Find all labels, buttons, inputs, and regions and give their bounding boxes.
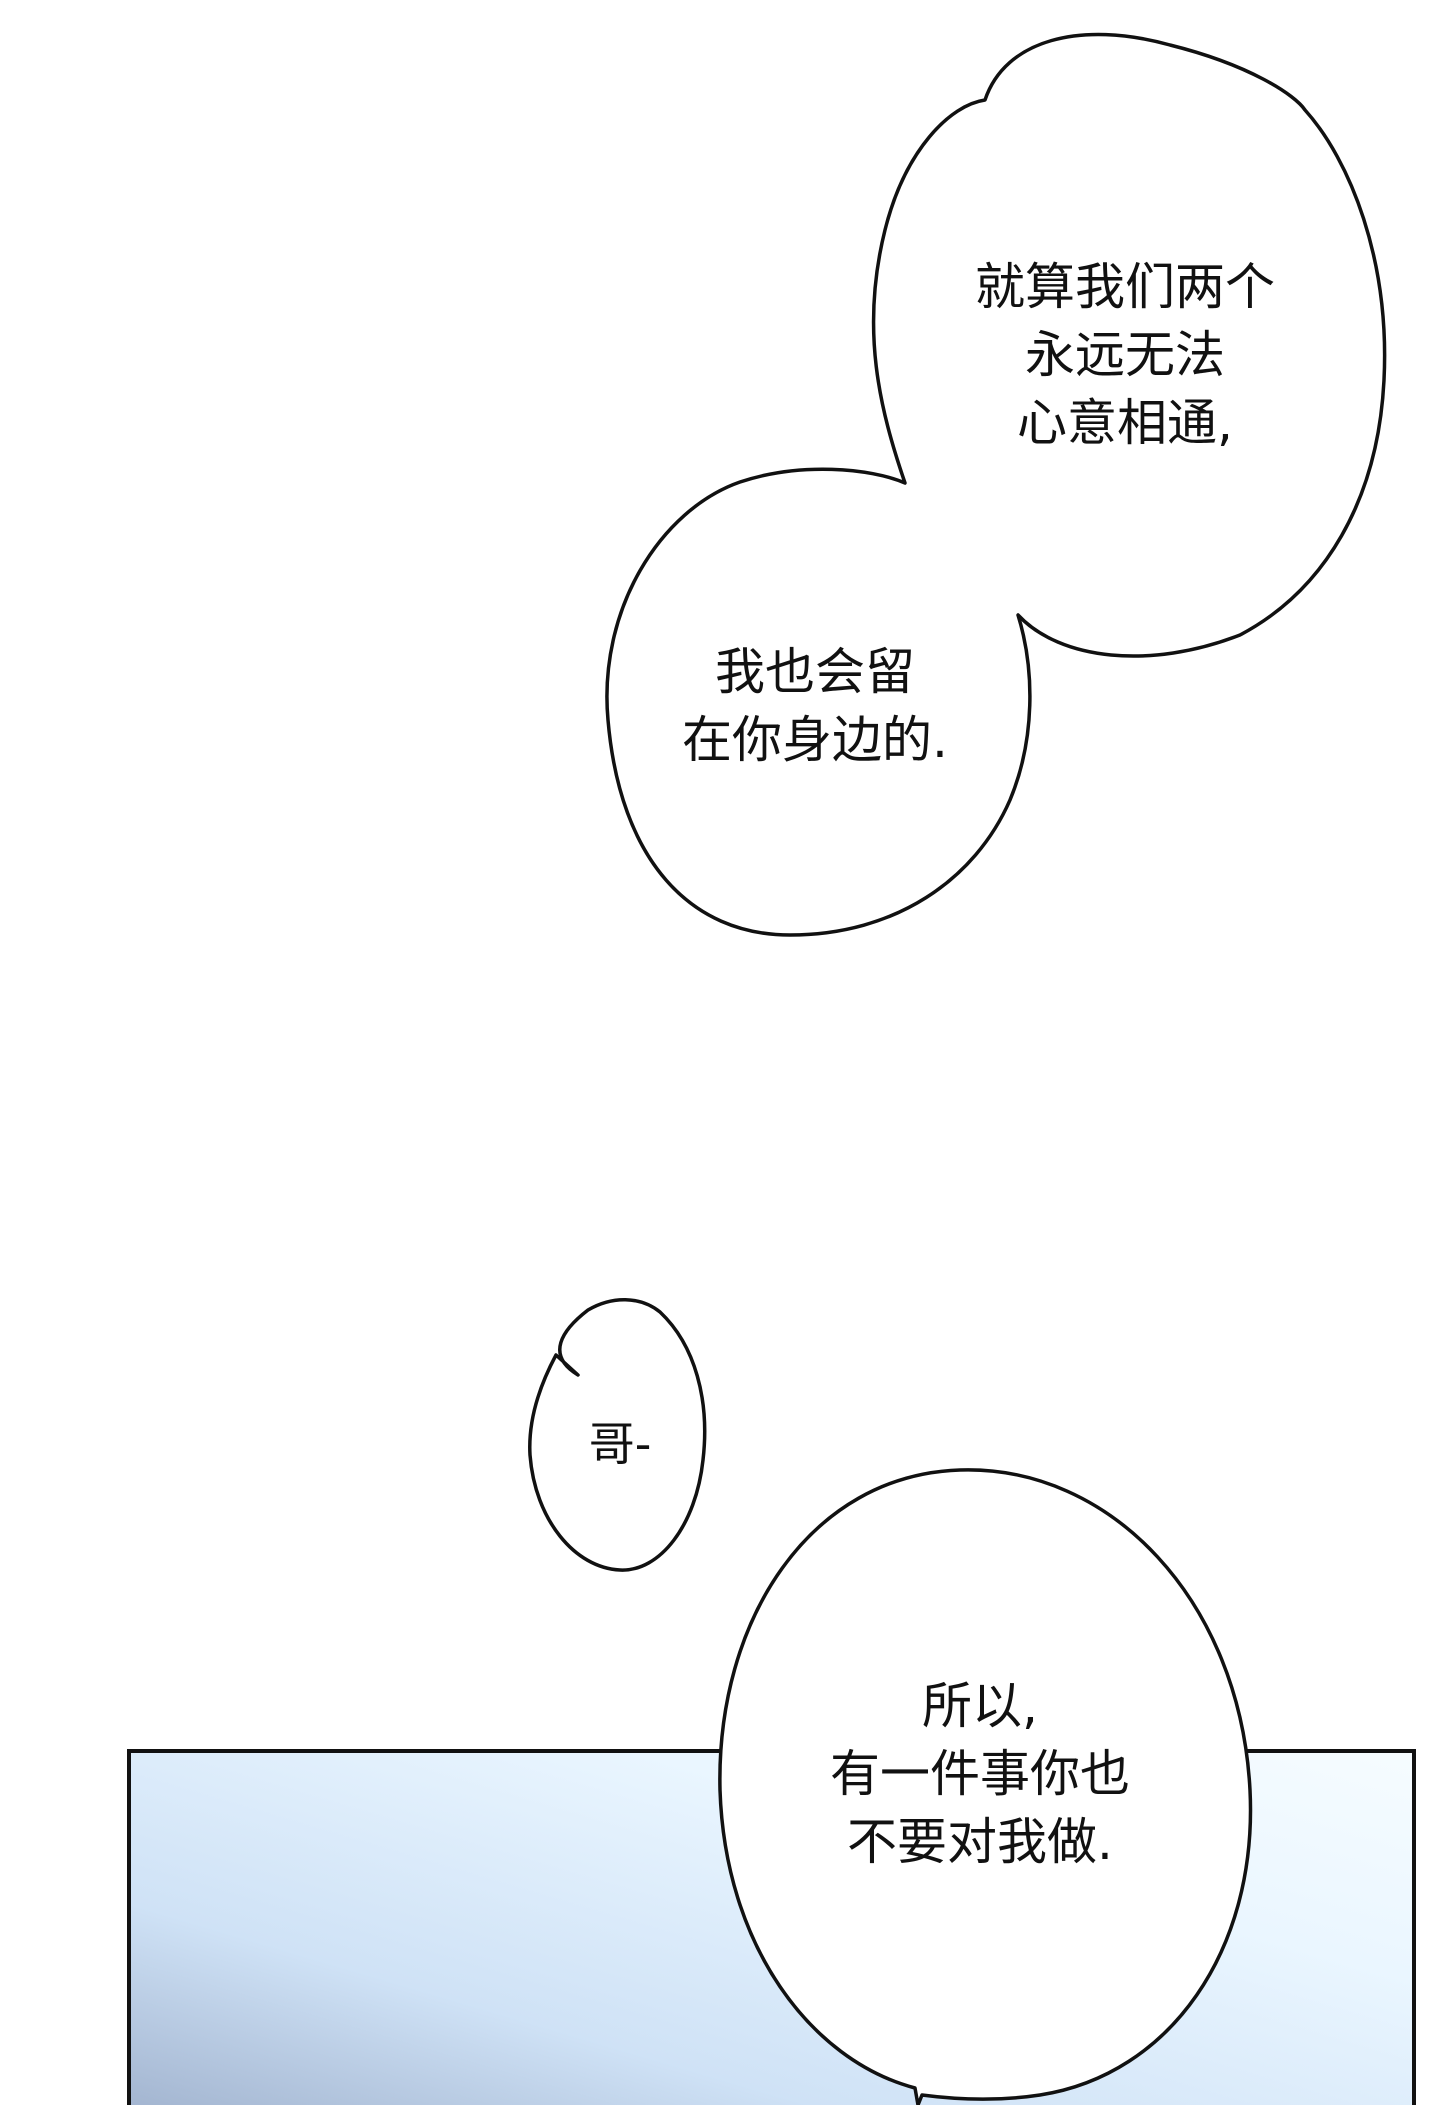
bubble-text-small: 哥- <box>560 1410 680 1478</box>
text-line: 在你身边的. <box>682 711 948 769</box>
bubble-text-large-lower: 我也会留 在你身边的. <box>630 638 1000 774</box>
text-line: 所以, <box>922 1677 1038 1735</box>
speech-bubble-small <box>528 1298 707 1572</box>
text-line: 我也会留 <box>715 643 915 701</box>
bubble-text-oval: 所以, 有一件事你也 不要对我做. <box>790 1672 1170 1876</box>
text-line: 就算我们两个 <box>975 258 1275 316</box>
speech-bubble-oval <box>718 1468 1253 2105</box>
text-line: 有一件事你也 <box>830 1745 1130 1803</box>
bubble-text-large-upper: 就算我们两个 永远无法 心意相通, <box>920 253 1330 457</box>
text-line: 哥- <box>588 1417 652 1471</box>
text-line: 不要对我做. <box>847 1813 1113 1871</box>
text-line: 心意相通, <box>1017 394 1233 452</box>
speech-bubble-large <box>605 32 1387 937</box>
text-line: 永远无法 <box>1025 326 1225 384</box>
